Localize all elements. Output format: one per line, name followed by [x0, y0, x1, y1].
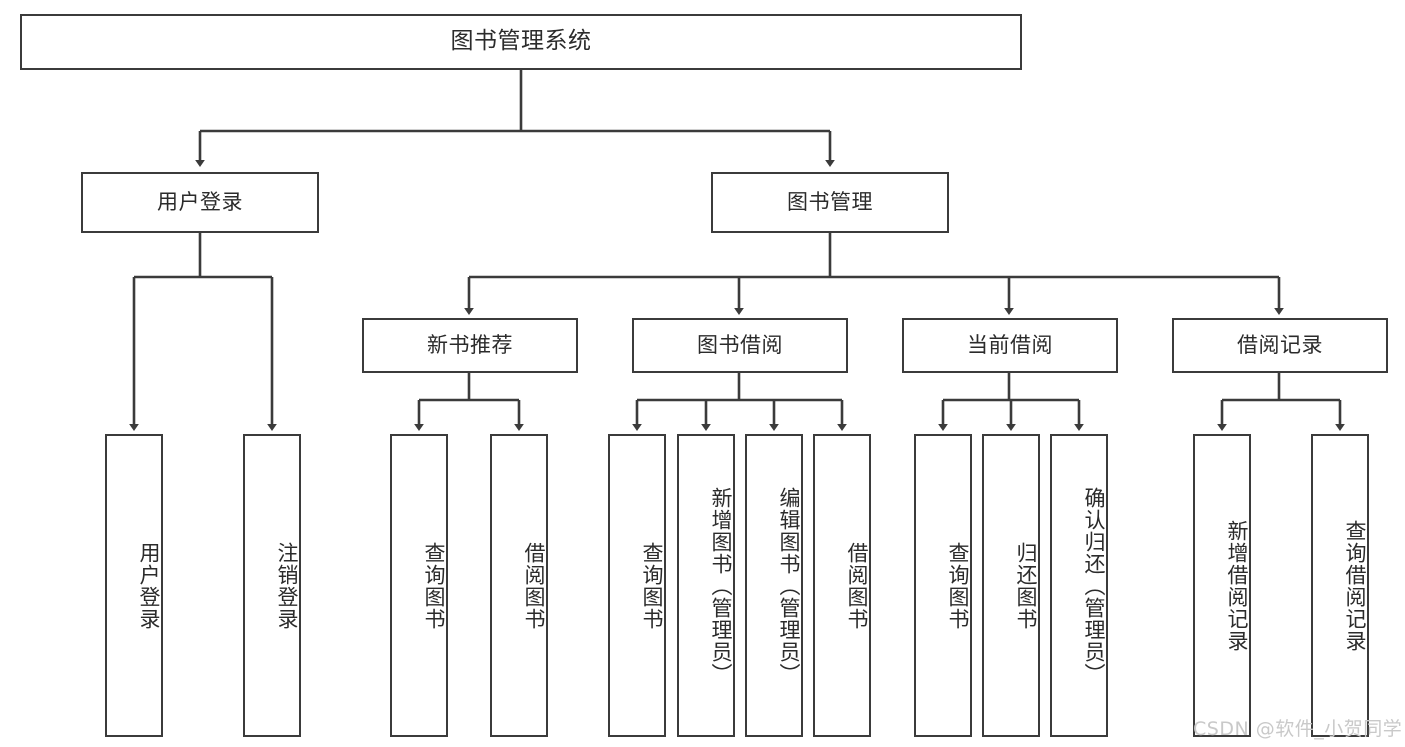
leaf-logout-login[interactable]: 注销登录: [243, 434, 301, 737]
leaf-confirm-return-admin[interactable]: 确认归还（管理员）: [1050, 434, 1108, 737]
leaf-return-book[interactable]: 归还图书: [982, 434, 1040, 737]
leaf-edit-book-admin[interactable]: 编辑图书（管理员）: [745, 434, 803, 737]
leaf-borrow-book-borrow[interactable]: 借阅图书: [813, 434, 871, 737]
leaf-query-book-recommend[interactable]: 查询图书: [390, 434, 448, 737]
node-new-book-recommend[interactable]: 新书推荐: [362, 318, 578, 373]
leaf-query-book-current[interactable]: 查询图书: [914, 434, 972, 737]
node-user-login[interactable]: 用户登录: [81, 172, 319, 233]
node-borrow-record[interactable]: 借阅记录: [1172, 318, 1388, 373]
leaf-borrow-book-recommend[interactable]: 借阅图书: [490, 434, 548, 737]
leaf-user-login[interactable]: 用户登录: [105, 434, 163, 737]
node-root-system[interactable]: 图书管理系统: [20, 14, 1022, 70]
node-book-borrow[interactable]: 图书借阅: [632, 318, 848, 373]
leaf-add-borrow-record[interactable]: 新增借阅记录: [1193, 434, 1251, 737]
node-book-management[interactable]: 图书管理: [711, 172, 949, 233]
leaf-add-book-admin[interactable]: 新增图书（管理员）: [677, 434, 735, 737]
node-current-borrow[interactable]: 当前借阅: [902, 318, 1118, 373]
leaf-query-borrow-record[interactable]: 查询借阅记录: [1311, 434, 1369, 737]
leaf-query-book-borrow[interactable]: 查询图书: [608, 434, 666, 737]
